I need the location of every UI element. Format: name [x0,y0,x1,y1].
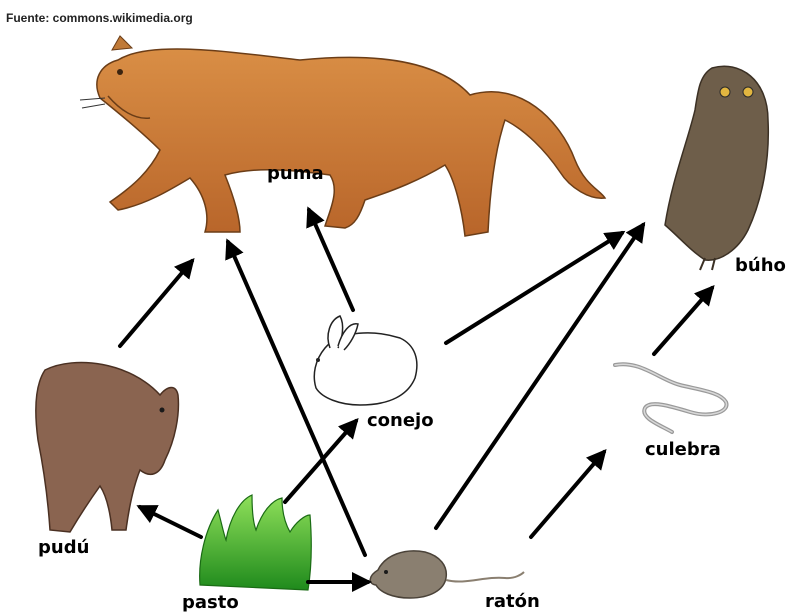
arrow-pasto-to-conejo [285,421,356,502]
arrows-group [120,210,712,582]
arrow-culebra-to-buho [654,288,712,354]
arrow-conejo-to-buho [446,233,622,343]
pudu-image [36,362,179,532]
rabbit-image [314,316,417,405]
label-culebra: culebra [645,439,721,460]
arrow-raton-to-culebra [531,452,604,537]
label-pasto: pasto [182,592,239,613]
label-raton: ratón [485,591,540,612]
arrow-pudu-to-puma [120,261,192,346]
arrow-pasto-to-pudu [140,507,201,537]
owl-image [665,66,768,270]
label-puma: puma [267,163,324,184]
label-conejo: conejo [367,410,434,431]
grass-image [200,495,312,590]
label-buho: búho [735,255,786,276]
source-note: Fuente: commons.wikimedia.org [6,11,193,25]
snake-image [615,364,727,432]
label-pudu: pudú [38,537,89,558]
puma-image [80,36,605,236]
arrow-raton-to-buho [436,225,643,528]
